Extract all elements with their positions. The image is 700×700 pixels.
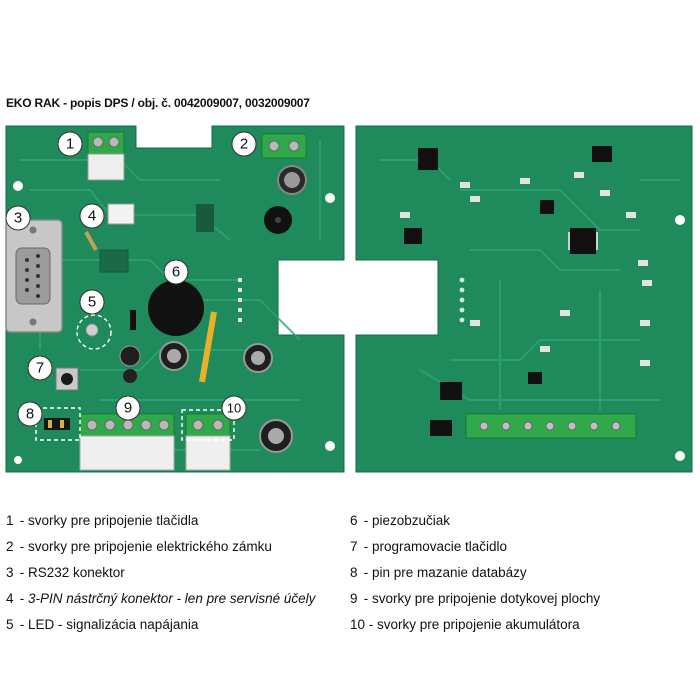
marker-2-label: 2 [240, 136, 248, 153]
marker-2: 2 [231, 131, 257, 157]
marker-5: 5 [79, 289, 105, 315]
marker-10: 10 [221, 395, 247, 421]
legend-item-1: 1 - svorky pre pripojenie tlačidla [6, 508, 315, 534]
legend-text: - pin pre mazanie databázy [360, 565, 527, 580]
marker-8-label: 8 [26, 406, 34, 423]
legend-text-italic: 3-PIN nástrčný konektor - len pre servis… [28, 591, 316, 606]
marker-1: 1 [57, 131, 83, 157]
legend-left: 1 - svorky pre pripojenie tlačidla 2 - s… [6, 508, 315, 638]
legend-item-2: 2 - svorky pre pripojenie elektrického z… [6, 534, 315, 560]
marker-4: 4 [79, 203, 105, 229]
marker-8: 8 [17, 401, 43, 427]
legend-num: 8 [350, 565, 358, 580]
marker-6-label: 6 [172, 264, 180, 281]
marker-6: 6 [163, 259, 189, 285]
legend-num: 10 [350, 617, 366, 632]
legend-right: 6 - piezobzučiak 7 - programovacie tlači… [350, 508, 600, 638]
legend-text: - LED - signalizácia napájania [16, 617, 199, 632]
legend-item-9: 9 - svorky pre pripojenie dotykovej ploc… [350, 586, 600, 612]
pcb-photos: 1 2 3 4 5 6 7 8 [0, 120, 700, 480]
marker-9-label: 9 [124, 400, 132, 417]
marker-10-label: 10 [227, 401, 241, 416]
legend-text: - svorky pre pripojenie dotykovej plochy [360, 591, 601, 606]
legend-num: 3 [6, 565, 14, 580]
legend-item-7: 7 - programovacie tlačidlo [350, 534, 600, 560]
legend-text: - svorky pre pripojenie akumulátora [365, 617, 580, 632]
marker-3-label: 3 [14, 210, 22, 227]
page-title: EKO RAK - popis DPS / obj. č. 0042009007… [6, 96, 310, 110]
marker-4-label: 4 [88, 208, 96, 225]
legend-num: 7 [350, 539, 358, 554]
legend-text: - svorky pre pripojenie tlačidla [16, 513, 199, 528]
marker-7-label: 7 [36, 360, 44, 377]
legend-item-5: 5 - LED - signalizácia napájania [6, 612, 315, 638]
legend-num: 9 [350, 591, 358, 606]
marker-5-label: 5 [88, 294, 96, 311]
legend-text: - RS232 konektor [16, 565, 125, 580]
legend-num: 2 [6, 539, 14, 554]
pcb-back [355, 125, 693, 473]
legend-item-8: 8 - pin pre mazanie databázy [350, 560, 600, 586]
marker-3: 3 [5, 205, 31, 231]
legend-num: 1 [6, 513, 14, 528]
pcb-illustration: 1 2 3 4 5 6 7 8 [5, 125, 693, 473]
callout-markers: 1 2 3 4 5 6 7 8 [5, 131, 257, 427]
legend-item-4: 4 - 3-PIN nástrčný konektor - len pre se… [6, 586, 315, 612]
legend-num: 6 [350, 513, 358, 528]
legend-item-10: 10 - svorky pre pripojenie akumulátora [350, 612, 600, 638]
legend-num: 4 [6, 591, 14, 606]
marker-7: 7 [27, 355, 53, 381]
legend-text: - svorky pre pripojenie elektrického zám… [16, 539, 272, 554]
legend-item-3: 3 - RS232 konektor [6, 560, 315, 586]
legend-item-6: 6 - piezobzučiak [350, 508, 600, 534]
legend-text: - piezobzučiak [360, 513, 451, 528]
legend-text: - programovacie tlačidlo [360, 539, 508, 554]
marker-9: 9 [115, 395, 141, 421]
marker-1-label: 1 [66, 136, 74, 153]
pcb-front [5, 125, 345, 473]
legend-text: - [16, 591, 28, 606]
legend-num: 5 [6, 617, 14, 632]
